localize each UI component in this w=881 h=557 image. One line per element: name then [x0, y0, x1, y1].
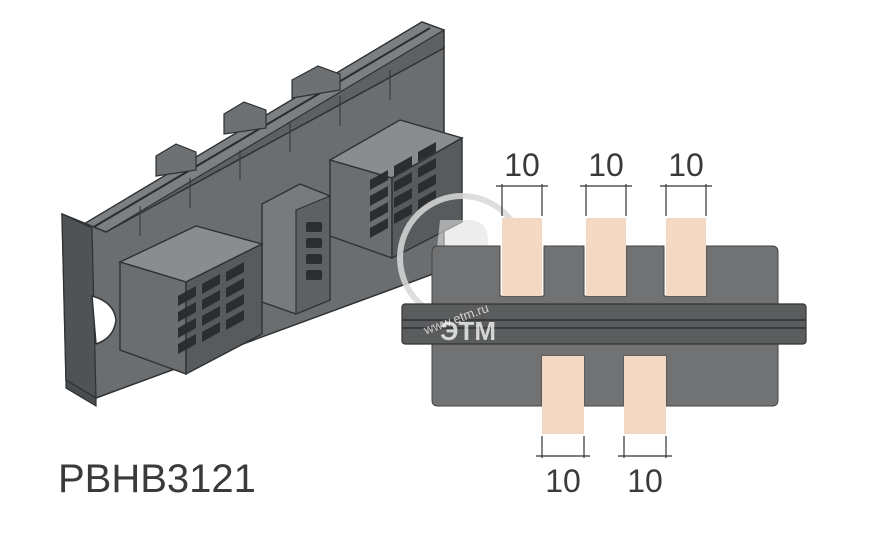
rail-tab-1	[155, 143, 197, 177]
top-busbar-1	[502, 218, 542, 296]
top-slot-2-width: 10	[588, 147, 624, 183]
center-post-slots	[306, 222, 322, 280]
mounting-notch	[91, 294, 117, 346]
top-slot-3-width: 10	[668, 147, 704, 183]
bottom-busbar-2	[624, 356, 666, 434]
bottom-slot-2-width: 10	[627, 463, 663, 499]
top-busbar-3	[666, 218, 706, 296]
top-busbar-2	[586, 218, 626, 296]
bottom-lip	[65, 378, 97, 408]
product-illustration	[61, 21, 464, 408]
top-slot-1-width: 10	[504, 147, 540, 183]
rail-tab-3	[291, 65, 341, 99]
lower-housing	[431, 339, 779, 407]
bottom-dimensions	[536, 436, 672, 458]
back-wall-left-face	[61, 213, 97, 400]
rail-tab-2	[223, 101, 267, 135]
schematic: 10 10 10 10 10	[401, 147, 807, 499]
right-block-vents	[370, 142, 436, 238]
bottom-busbar-1	[542, 356, 584, 434]
left-block-vents	[178, 262, 244, 354]
central-rail	[401, 303, 807, 345]
watermark-brand: ЭТМ	[440, 316, 496, 346]
bottom-slot-1-width: 10	[545, 463, 581, 499]
top-dimensions	[496, 184, 712, 216]
model-code-label: PBHB3121	[58, 457, 256, 501]
